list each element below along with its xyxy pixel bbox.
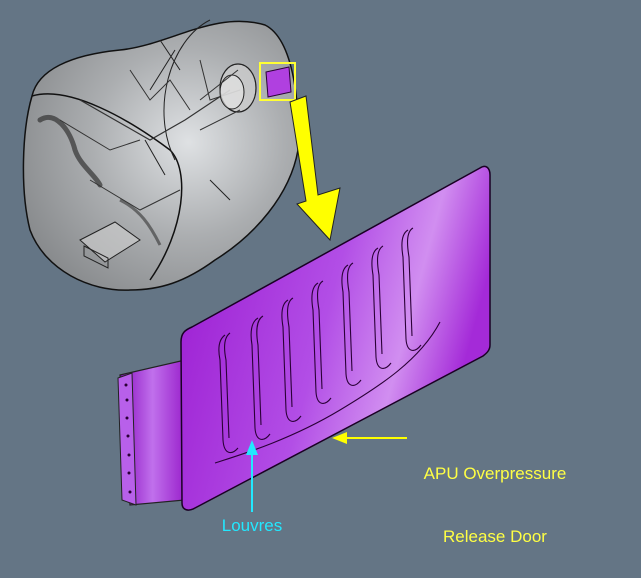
- louvres-leader: [246, 440, 258, 512]
- apu-door-label: APU Overpressure Release Door: [405, 421, 585, 568]
- door-location-highlight: [259, 62, 296, 101]
- louvres-label: Louvres: [221, 516, 283, 535]
- apu-door-label-line2: Release Door: [443, 527, 547, 546]
- door-assembly: [117, 165, 491, 511]
- apu-door-label-line1: APU Overpressure: [423, 464, 567, 483]
- frame-rivets: [124, 383, 132, 494]
- apu-door-leader: [332, 432, 407, 444]
- apu-enclosure: [22, 19, 300, 291]
- callout-arrow: [289, 95, 341, 242]
- louvres: [214, 227, 441, 464]
